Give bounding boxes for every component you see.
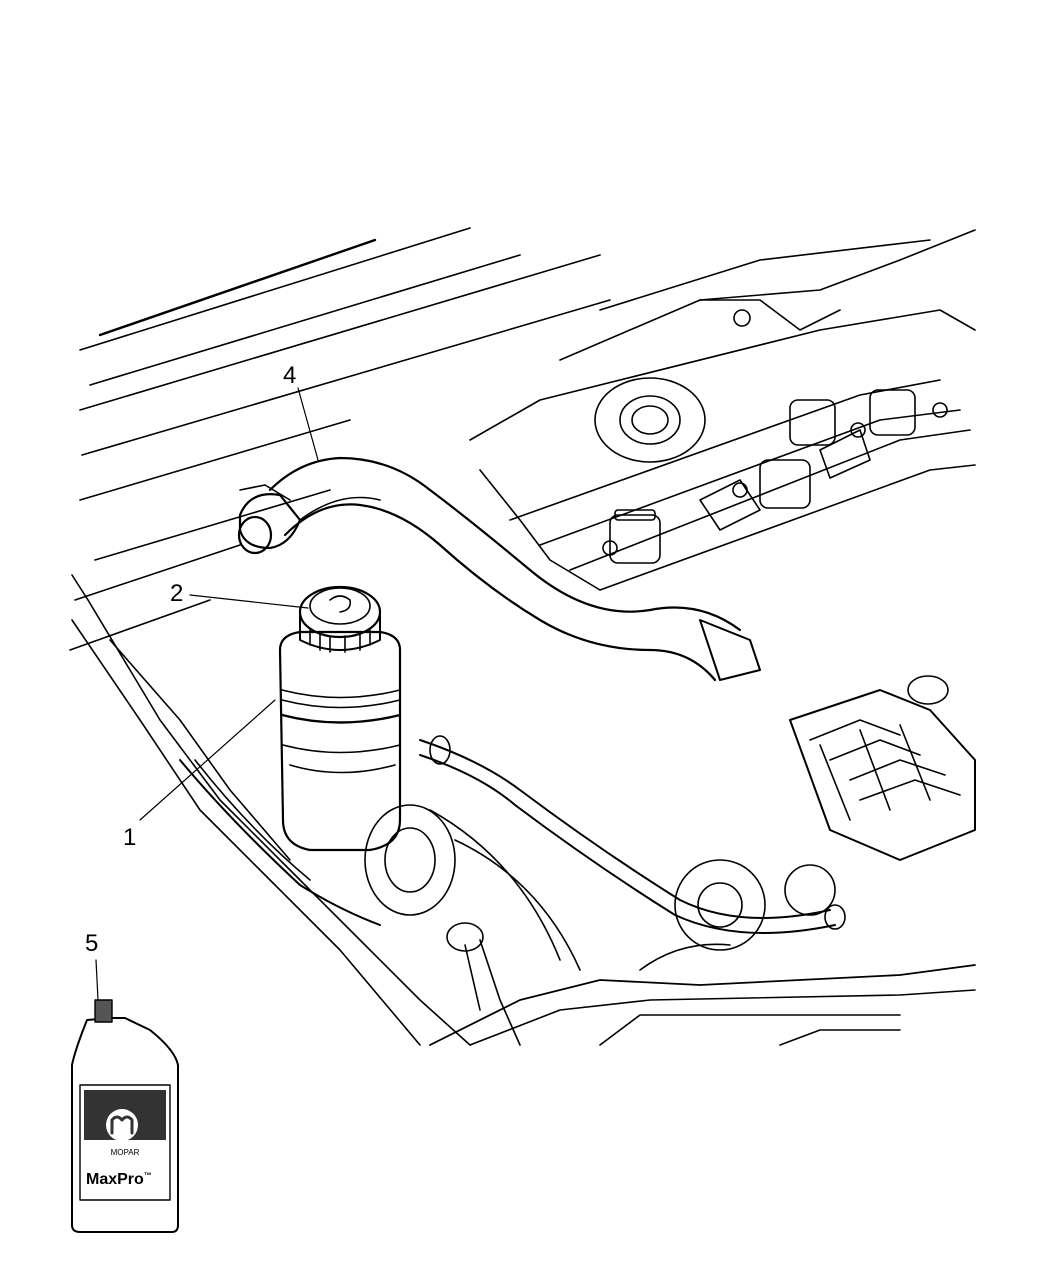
intake-hose <box>237 456 761 682</box>
lower-crossmember <box>429 922 976 1046</box>
bottle-product-label: MaxPro™ <box>86 1171 152 1188</box>
bottle-product-mark: ™ <box>144 1171 152 1180</box>
callout-2: 2 <box>170 580 184 607</box>
bottle-brand-label: MOPAR <box>111 1148 140 1157</box>
callout-5: 5 <box>85 930 99 957</box>
intake-manifold <box>789 675 976 861</box>
leader-lines <box>95 387 319 1001</box>
leader-line-5 <box>95 959 99 1001</box>
leader-line-2 <box>189 594 309 609</box>
ignition-coils <box>602 389 948 564</box>
callout-4: 4 <box>283 362 297 389</box>
leader-line-4 <box>297 387 319 461</box>
strut-tower <box>559 229 976 463</box>
hood-panel-lines <box>69 227 611 651</box>
callout-1: 1 <box>123 824 137 851</box>
fender-contour <box>71 574 471 1046</box>
valve-cover <box>469 309 976 591</box>
accessory-belt-pulleys <box>364 804 836 971</box>
reservoir-cap <box>298 585 382 653</box>
bottle-product-name: MaxPro <box>86 1171 144 1188</box>
leader-line-1 <box>139 699 276 821</box>
power-steering-reservoir <box>278 630 402 852</box>
pressure-line <box>419 735 846 934</box>
fluid-bottle <box>71 999 179 1233</box>
